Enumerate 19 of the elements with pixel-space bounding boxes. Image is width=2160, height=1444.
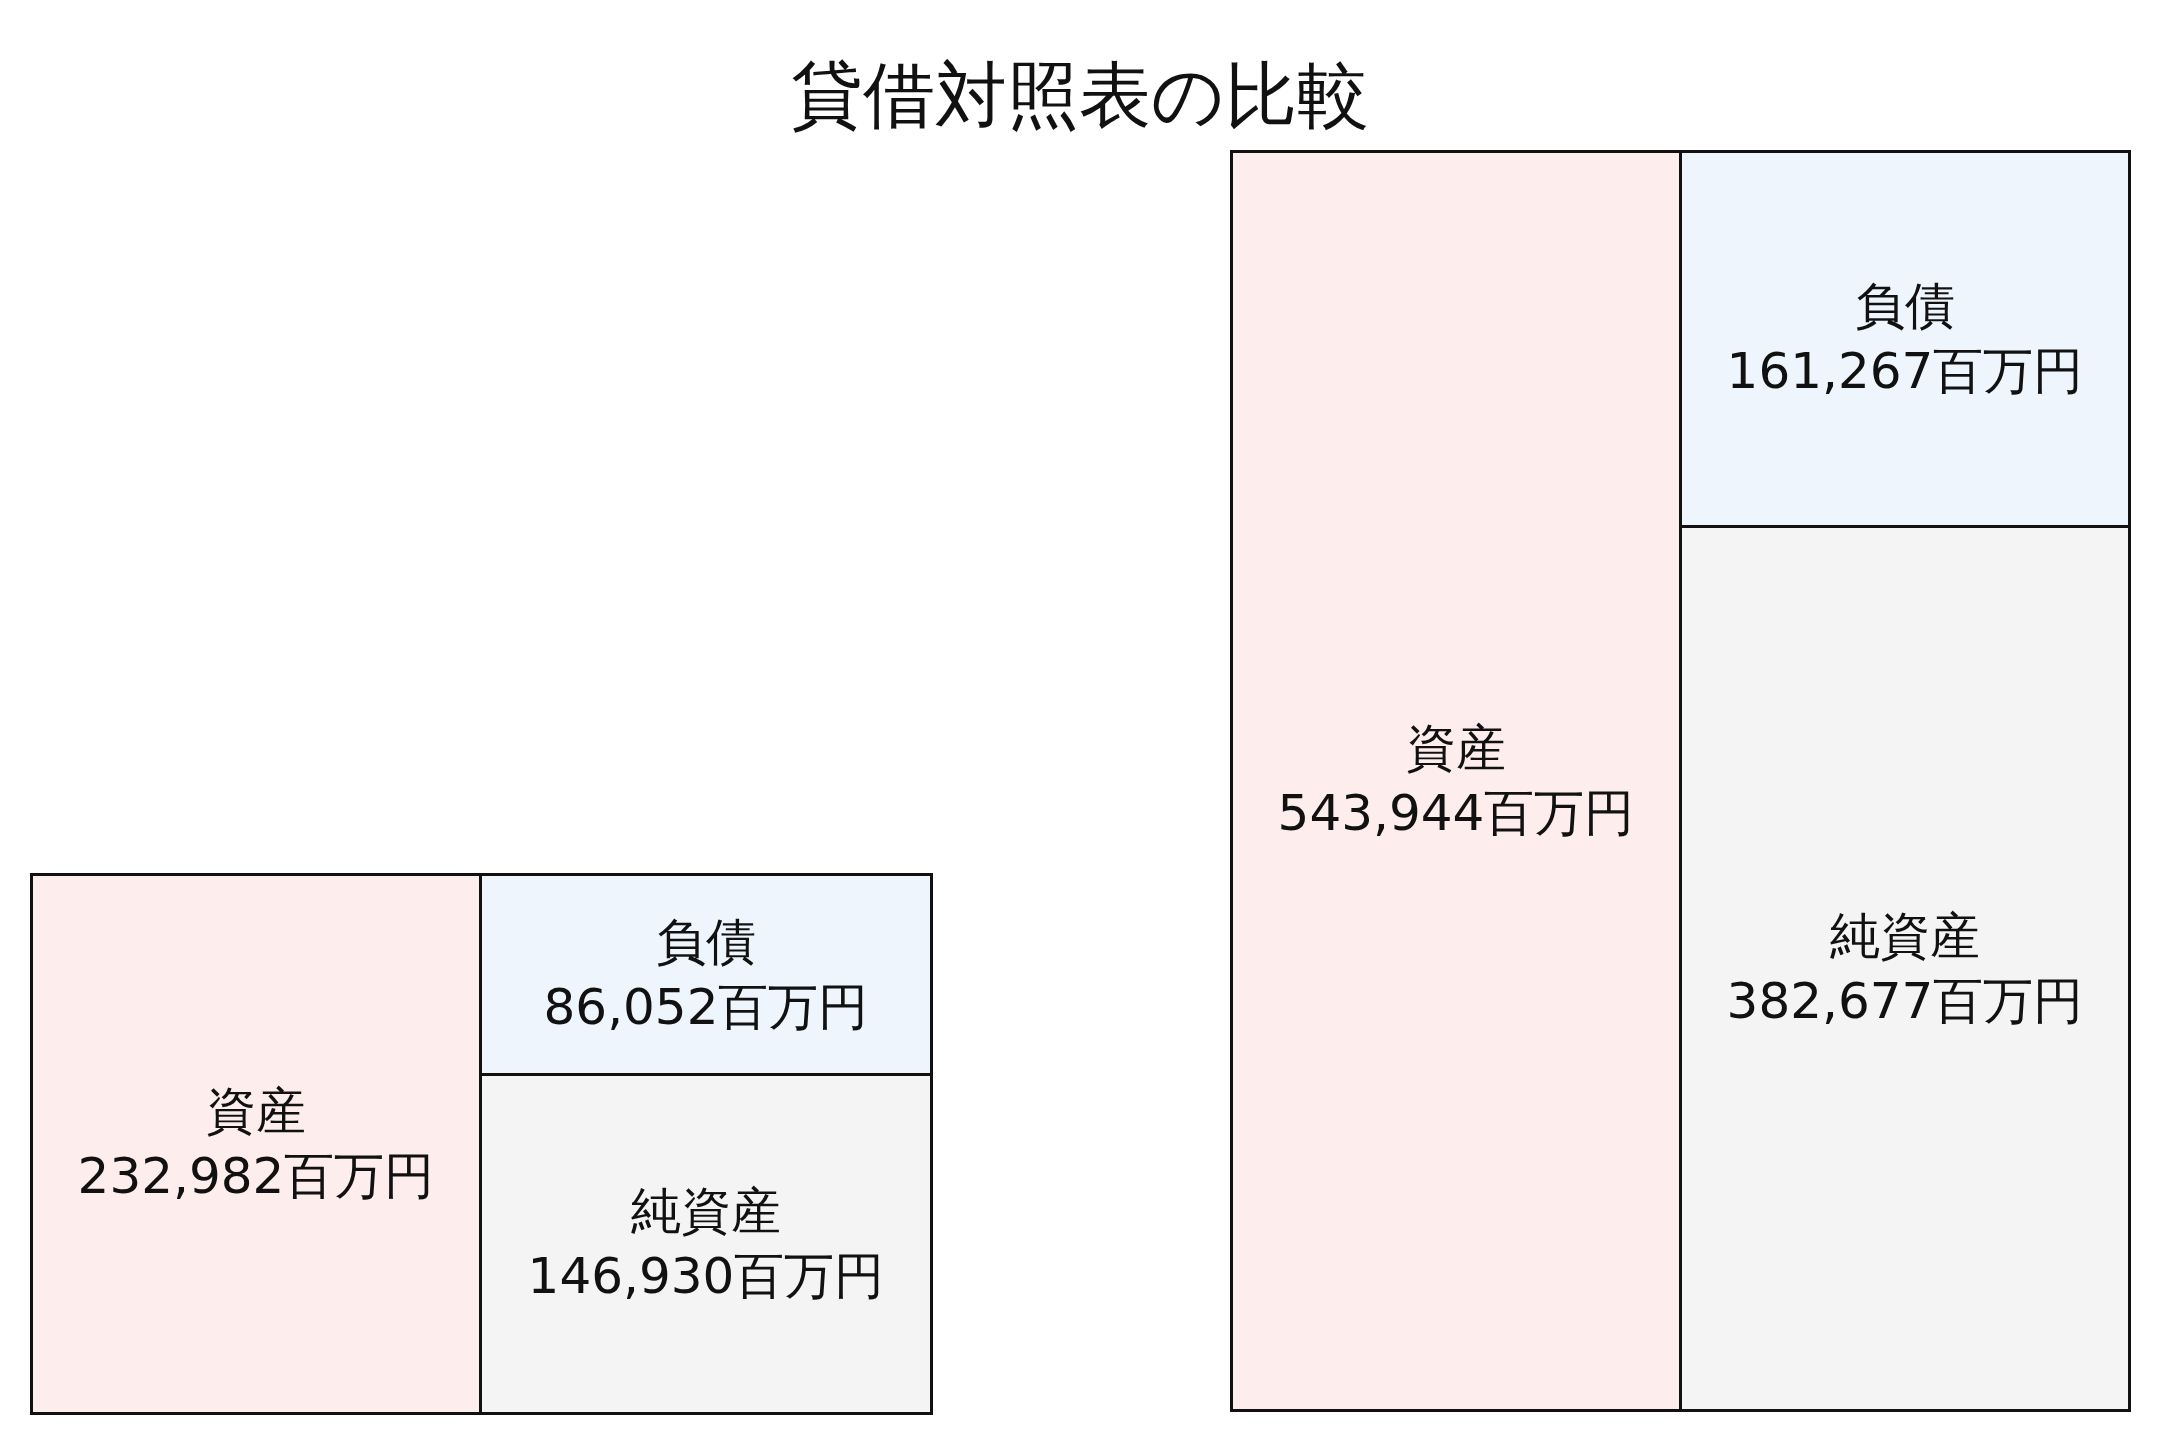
amount-label: 382,677百万円 <box>1726 970 2084 1032</box>
item-label: 純資産 <box>631 1181 781 1242</box>
amount-label: 146,930百万円 <box>527 1246 885 1307</box>
balance-sheet-block <box>30 873 482 1415</box>
item-label: 負債 <box>1855 276 1955 337</box>
balance-sheet-block <box>1679 525 2131 1412</box>
balance-sheet-block <box>479 873 933 1076</box>
item-label: 負債 <box>656 911 756 973</box>
balance-sheet-block <box>1679 150 2131 528</box>
balance-sheet-block <box>1230 150 1682 1412</box>
amount-label: 86,052百万円 <box>543 976 869 1038</box>
amount-label: 232,982百万円 <box>77 1146 435 1207</box>
amount-label: 543,944百万円 <box>1277 783 1635 844</box>
amount-label: 161,267百万円 <box>1726 341 2084 402</box>
chart-title: 貸借対照表の比較 <box>791 53 1369 137</box>
item-label: 純資産 <box>1830 905 1980 967</box>
item-label: 資産 <box>206 1081 306 1142</box>
balance-sheet-block <box>479 1073 933 1415</box>
item-label: 資産 <box>1406 718 1506 779</box>
